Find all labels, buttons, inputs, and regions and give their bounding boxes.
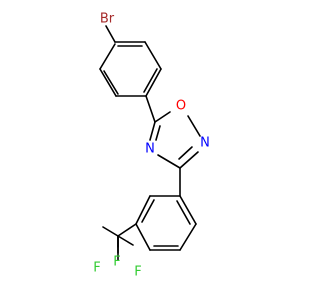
bond [105, 25, 116, 43]
bond [143, 68, 158, 93]
bond [141, 199, 155, 223]
bond [117, 235, 134, 246]
bond [157, 154, 181, 169]
atom-label-fluorine: F [134, 265, 141, 280]
atom-label-fluorine: F [113, 255, 120, 270]
atom-labels: Br O N N F F F [93, 12, 210, 280]
bond [178, 146, 193, 160]
bond [179, 195, 197, 225]
bond [135, 223, 151, 251]
bond [145, 68, 162, 97]
bond [135, 195, 151, 225]
bond [99, 68, 117, 97]
bond [154, 111, 171, 123]
bond [187, 115, 201, 137]
bond [99, 43, 116, 70]
bond [102, 226, 119, 237]
bond-set [99, 25, 201, 261]
molecule-diagram: Br O N N F F F [93, 12, 210, 280]
atom-label-nitrogen: N [145, 142, 155, 157]
atom-label-fluorine: F [93, 261, 100, 276]
bond [144, 41, 162, 70]
bond [176, 200, 191, 225]
bond [179, 151, 199, 169]
bond [145, 95, 156, 123]
atom-label-bromine: Br [100, 12, 115, 27]
bond [149, 121, 156, 141]
atom-label-oxygen: O [176, 99, 186, 114]
bond [117, 223, 137, 237]
bond [179, 223, 197, 251]
bond [103, 70, 119, 95]
bond [155, 125, 161, 141]
atom-label-nitrogen: N [200, 136, 210, 151]
